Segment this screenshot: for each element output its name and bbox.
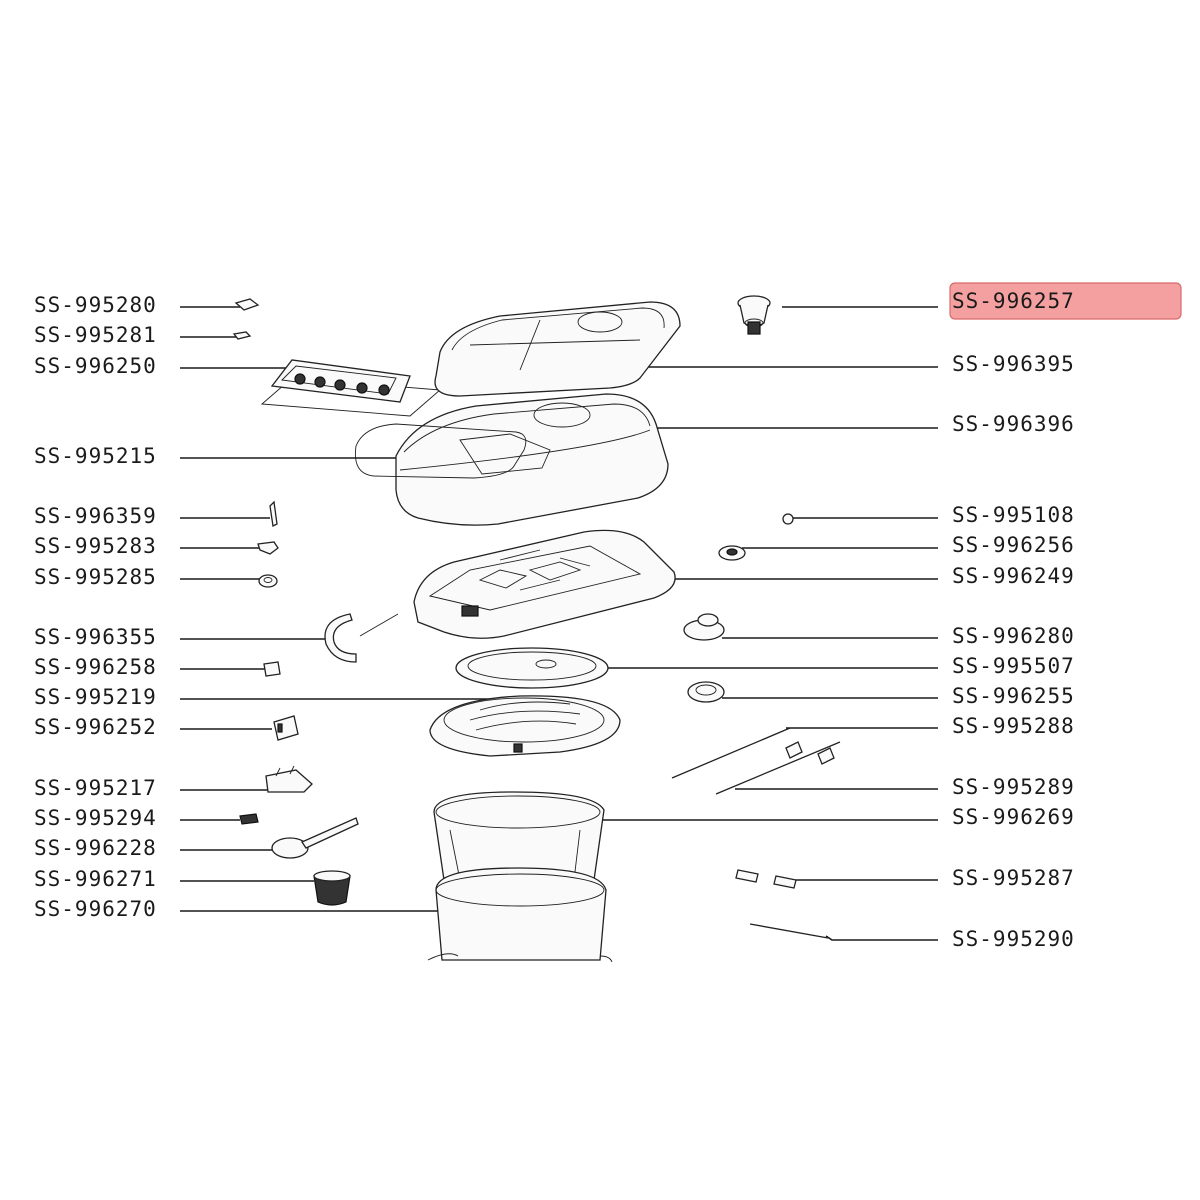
highlight-box	[949, 282, 1182, 320]
seal-ring-part	[687, 681, 725, 703]
part-label-left[interactable]: SS-995285	[34, 565, 157, 589]
part-label-left[interactable]: SS-996258	[34, 655, 157, 679]
part-label-left[interactable]: SS-996250	[34, 354, 157, 378]
locking-pins-part	[735, 869, 797, 889]
part-label-left[interactable]: SS-995219	[34, 685, 157, 709]
steam-valve-part	[737, 295, 771, 335]
part-label-left[interactable]: SS-995283	[34, 534, 157, 558]
part-label-left[interactable]: SS-996270	[34, 897, 157, 921]
pressure-valve-part	[683, 613, 725, 641]
guide-rods-part	[671, 727, 841, 795]
part-label-right-highlighted[interactable]: SS-996257	[952, 289, 1075, 313]
seal-ring-small-part	[258, 574, 278, 588]
control-panel-part	[260, 359, 442, 417]
inner-lid-frame-part	[413, 529, 676, 639]
sensor-clip-part	[263, 661, 281, 677]
spring-part	[239, 813, 259, 825]
part-label-right[interactable]: SS-996396	[952, 412, 1075, 436]
part-label-left[interactable]: SS-996252	[34, 715, 157, 739]
hinge-pin-part	[269, 500, 278, 527]
rice-spoon-part	[271, 817, 359, 859]
part-label-right[interactable]: SS-995289	[952, 775, 1075, 799]
part-label-right[interactable]: SS-995287	[952, 866, 1075, 890]
part-label-right[interactable]: SS-996255	[952, 684, 1075, 708]
part-label-right[interactable]: SS-995108	[952, 503, 1075, 527]
part-label-right[interactable]: SS-996395	[952, 352, 1075, 376]
part-label-right[interactable]: SS-995290	[952, 927, 1075, 951]
part-label-right[interactable]: SS-996280	[952, 624, 1075, 648]
inner-pot-part	[427, 867, 613, 963]
lid-top-cover-part	[434, 301, 681, 397]
right-labels: SS-996257 SS-996395 SS-996396 SS-995108 …	[952, 289, 1075, 951]
lid-gasket-part	[354, 423, 527, 479]
part-label-right[interactable]: SS-996269	[952, 805, 1075, 829]
heating-plate-part	[429, 695, 621, 757]
small-ball-part	[782, 513, 794, 525]
lid-housing-part	[395, 393, 669, 526]
measuring-cup-part	[313, 870, 351, 906]
part-label-left[interactable]: SS-996228	[34, 836, 157, 860]
small-clip-part	[234, 298, 260, 311]
latch-clip-part	[257, 541, 279, 555]
crop-mask	[940, 960, 1140, 974]
inner-seal-disc-part	[455, 647, 609, 689]
part-label-right[interactable]: SS-995288	[952, 714, 1075, 738]
part-label-left[interactable]: SS-996355	[34, 625, 157, 649]
part-label-right[interactable]: SS-996249	[952, 564, 1075, 588]
small-pin-part	[232, 331, 252, 340]
part-label-left[interactable]: SS-995280	[34, 293, 157, 317]
left-labels: SS-995280 SS-995281 SS-996250 SS-995215 …	[34, 293, 157, 921]
part-label-left[interactable]: SS-995217	[34, 776, 157, 800]
right-leader-lines	[590, 306, 938, 941]
part-label-left[interactable]: SS-996359	[34, 504, 157, 528]
valve-seal-part	[718, 545, 746, 561]
connector-block-part	[273, 715, 299, 741]
left-leader-lines	[180, 306, 490, 912]
part-label-left[interactable]: SS-995294	[34, 806, 157, 830]
handle-wire-part	[324, 613, 399, 663]
part-label-right[interactable]: SS-995507	[952, 654, 1075, 678]
part-label-left[interactable]: SS-995215	[34, 444, 157, 468]
leader-line	[825, 935, 938, 941]
part-label-left[interactable]: SS-996271	[34, 867, 157, 891]
latch-part	[265, 765, 313, 793]
long-rod-part	[749, 923, 829, 939]
part-label-left[interactable]: SS-995281	[34, 323, 157, 347]
part-label-right[interactable]: SS-996256	[952, 533, 1075, 557]
